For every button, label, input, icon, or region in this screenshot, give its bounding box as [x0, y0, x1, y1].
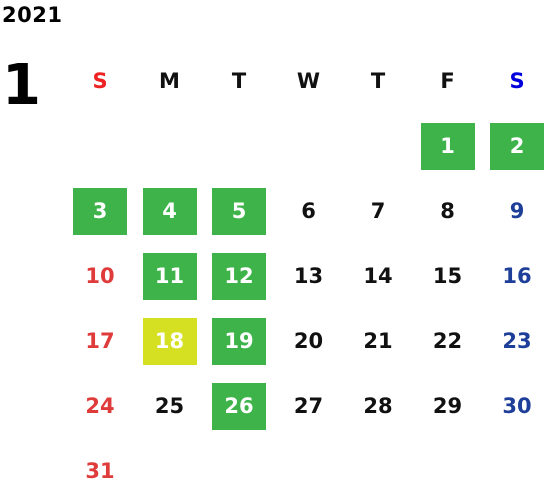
day-2[interactable]: 2 [490, 123, 544, 170]
day-20[interactable]: 20 [293, 329, 324, 353]
weekday-5: F [440, 69, 455, 93]
day-cell[interactable]: 4 [138, 183, 202, 240]
day-cell[interactable]: 23 [485, 313, 548, 370]
day-cell[interactable]: 8 [416, 183, 480, 240]
day-cell[interactable]: 11 [138, 248, 202, 305]
day-cell[interactable]: 13 [277, 248, 341, 305]
day-3[interactable]: 3 [73, 188, 127, 235]
day-cell[interactable]: 15 [416, 248, 480, 305]
day-cell[interactable]: 1 [416, 118, 480, 175]
day-cell[interactable]: 2 [485, 118, 548, 175]
day-cell[interactable]: 18 [138, 313, 202, 370]
weekday-3: W [296, 69, 321, 93]
day-cell[interactable]: 27 [277, 378, 341, 435]
day-cell[interactable]: 10 [68, 248, 132, 305]
day-cell[interactable]: 16 [485, 248, 548, 305]
day-19[interactable]: 19 [212, 318, 266, 365]
day-24[interactable]: 24 [85, 394, 115, 418]
day-cell[interactable]: 29 [416, 378, 480, 435]
month-label: 1 [2, 53, 41, 118]
weekday-2: T [231, 69, 247, 93]
day-27[interactable]: 27 [293, 394, 324, 418]
day-7[interactable]: 7 [370, 199, 386, 223]
day-5[interactable]: 5 [212, 188, 266, 235]
year-label: 2021 [2, 3, 63, 27]
day-25[interactable]: 25 [154, 394, 185, 418]
day-cell[interactable]: 9 [485, 183, 548, 240]
day-cell[interactable]: 5 [207, 183, 271, 240]
day-29[interactable]: 29 [432, 394, 463, 418]
day-cell[interactable]: 22 [416, 313, 480, 370]
day-1[interactable]: 1 [420, 123, 475, 170]
day-cell[interactable]: 14 [346, 248, 410, 305]
day-cell[interactable]: 31 [68, 443, 132, 500]
day-12[interactable]: 12 [212, 253, 266, 300]
day-16[interactable]: 16 [502, 264, 532, 288]
weekday-4: T [370, 69, 386, 93]
day-23[interactable]: 23 [502, 329, 532, 353]
day-15[interactable]: 15 [432, 264, 463, 288]
day-17[interactable]: 17 [85, 329, 115, 353]
day-cell[interactable]: 26 [207, 378, 271, 435]
day-9[interactable]: 9 [509, 199, 525, 223]
day-31[interactable]: 31 [85, 459, 115, 483]
day-4[interactable]: 4 [142, 188, 197, 235]
day-8[interactable]: 8 [440, 199, 455, 223]
day-cell[interactable]: 6 [277, 183, 341, 240]
day-cell[interactable]: 25 [138, 378, 202, 435]
day-cell[interactable]: 30 [485, 378, 548, 435]
day-cell[interactable]: 24 [68, 378, 132, 435]
day-cell[interactable]: 20 [277, 313, 341, 370]
weekday-6: S [509, 69, 525, 93]
day-11[interactable]: 11 [142, 253, 197, 300]
day-22[interactable]: 22 [432, 329, 463, 353]
day-cell[interactable]: 17 [68, 313, 132, 370]
weekday-1: M [159, 69, 180, 93]
weekday-0: S [92, 69, 108, 93]
day-14[interactable]: 14 [363, 264, 393, 288]
day-13[interactable]: 13 [293, 264, 324, 288]
day-21[interactable]: 21 [363, 329, 393, 353]
day-30[interactable]: 30 [502, 394, 532, 418]
day-26[interactable]: 26 [212, 383, 266, 430]
day-cell[interactable]: 12 [207, 248, 271, 305]
day-28[interactable]: 28 [363, 394, 393, 418]
day-10[interactable]: 10 [85, 264, 115, 288]
day-cell[interactable]: 19 [207, 313, 271, 370]
day-cell[interactable]: 21 [346, 313, 410, 370]
day-18[interactable]: 18 [142, 318, 197, 365]
day-cell[interactable]: 3 [68, 183, 132, 240]
day-cell[interactable]: 28 [346, 378, 410, 435]
day-6[interactable]: 6 [301, 199, 316, 223]
day-cell[interactable]: 7 [346, 183, 410, 240]
